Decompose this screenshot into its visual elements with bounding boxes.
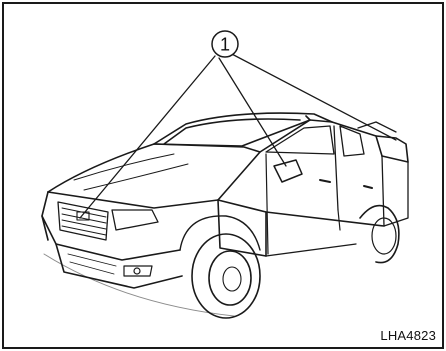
rear-wheel bbox=[360, 206, 399, 263]
truck-body bbox=[42, 113, 408, 288]
callout-leader-lines bbox=[80, 52, 396, 218]
pickup-truck-illustration: 1 bbox=[4, 4, 442, 347]
headlight bbox=[112, 210, 158, 230]
figure-frame: 1 LHA4823 bbox=[2, 2, 444, 349]
callout-number: 1 bbox=[220, 35, 230, 55]
leader-line-grille bbox=[80, 56, 215, 218]
front-grille bbox=[58, 202, 108, 240]
front-wheel bbox=[192, 234, 260, 318]
figure-id-label: LHA4823 bbox=[380, 328, 436, 343]
callout-marker: 1 bbox=[212, 31, 238, 57]
side-mirror bbox=[274, 160, 302, 182]
